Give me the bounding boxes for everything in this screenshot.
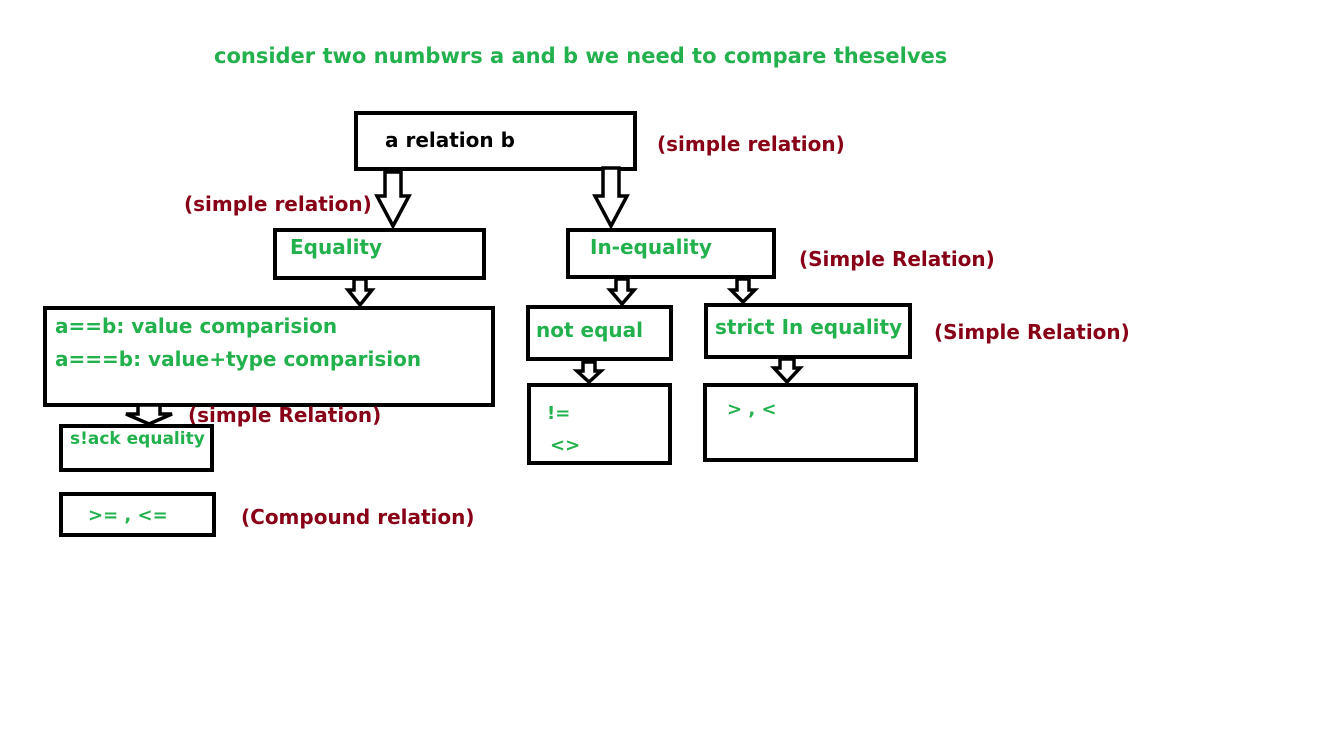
strict-inequality-box: [704, 303, 912, 359]
diagram-heading: consider two numbwrs a and b we need to …: [214, 44, 948, 68]
strict-equality-line: a===b: value+type comparision: [55, 347, 422, 371]
arrow-not-equal-to-ops: [572, 360, 606, 385]
gt-lt-ops-box: [703, 383, 918, 462]
compound-ops-box: [59, 492, 216, 537]
strict-equality-label: s!ack equality: [70, 429, 205, 449]
arrow-inequality-to-not-equal: [606, 277, 638, 307]
strict-equality-box: [59, 424, 214, 472]
strict-inequality-label: strict In equality: [715, 315, 903, 339]
inequality-annotation: (Simple Relation): [799, 247, 995, 271]
equality-node-box: [273, 228, 486, 280]
strict-inequality-annotation: (Simple Relation): [934, 320, 1130, 344]
equality-node-label: Equality: [290, 235, 383, 259]
not-equal-op-1: !=: [547, 403, 571, 424]
not-equal-label: not equal: [536, 318, 643, 342]
gt-lt-ops-label: > , <: [727, 399, 777, 420]
root-node-box: [354, 111, 637, 171]
not-equal-box: [526, 305, 673, 361]
equality-detail-box: [43, 306, 495, 407]
arrow-strict-inequality-to-ops: [769, 357, 805, 385]
arrow-detail-to-strict-equality: [125, 403, 173, 426]
root-node-label: a relation b: [385, 128, 515, 152]
root-annotation: (simple relation): [657, 132, 845, 156]
inequality-node-label: In-equality: [590, 235, 712, 259]
arrow-root-to-inequality: [592, 166, 630, 230]
arrow-root-to-equality: [374, 170, 412, 230]
inequality-node-box: [566, 228, 776, 279]
arrow-equality-to-detail: [344, 277, 376, 308]
loose-equality-line: a==b: value comparision: [55, 314, 338, 338]
strict-equality-annotation: (simple Relation): [188, 403, 382, 427]
left-branch-annotation: (simple relation): [184, 192, 372, 216]
not-equal-op-2: <>: [550, 435, 581, 456]
not-equal-ops-box: [527, 383, 672, 465]
arrow-inequality-to-strict-inequality: [726, 277, 760, 305]
compound-annotation: (Compound relation): [241, 505, 475, 529]
compound-ops-label: >= , <=: [88, 505, 168, 526]
